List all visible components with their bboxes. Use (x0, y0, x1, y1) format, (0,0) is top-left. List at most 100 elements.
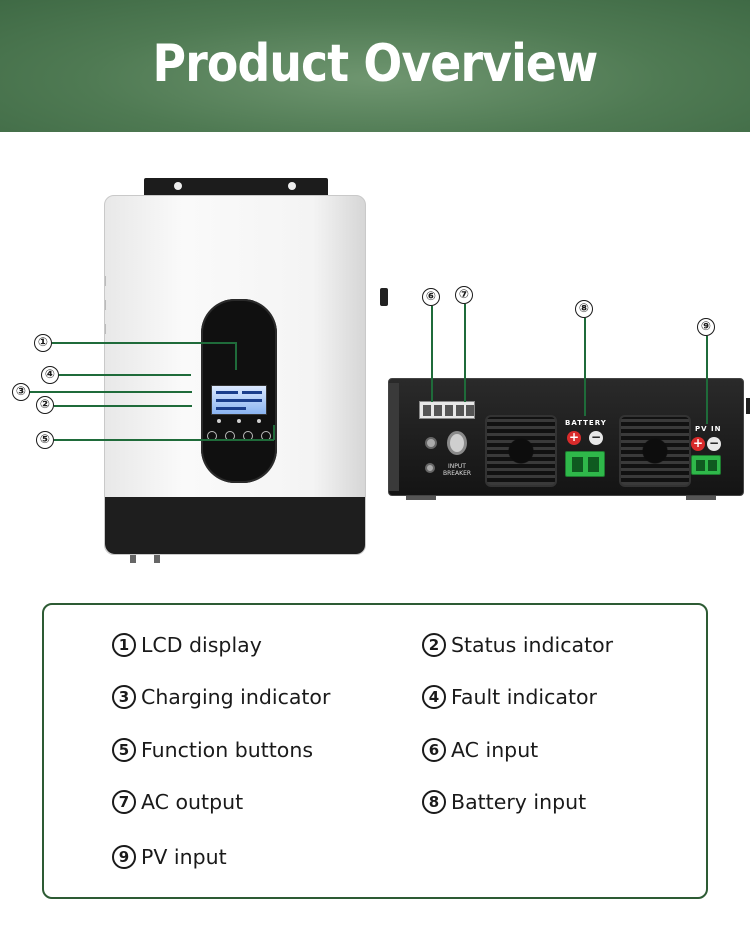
legend-number: 2 (422, 633, 446, 657)
battery-plus-icon: + (567, 430, 581, 445)
lcd-segment (216, 407, 246, 410)
function-button (261, 431, 271, 441)
status-led (217, 419, 221, 423)
callout-7: ⑦ (455, 286, 473, 304)
legend-number: 8 (422, 790, 446, 814)
legend-label: Fault indicator (451, 685, 597, 709)
ground-screw (425, 437, 437, 449)
leader-line (59, 374, 191, 376)
page-title: Product Overview (152, 34, 599, 94)
pv-connector (691, 455, 721, 475)
function-button (243, 431, 253, 441)
panel-foot (686, 496, 716, 500)
control-panel (201, 299, 277, 483)
inverter-bottom-image: INPUT BREAKER BATTERY + − PV IN + − (386, 378, 750, 500)
legend-label: AC input (451, 738, 539, 762)
connector-slot (708, 460, 717, 471)
leader-line (464, 304, 466, 402)
terminal (466, 405, 474, 416)
leader-line (235, 342, 237, 370)
inverter-front-image (100, 178, 388, 563)
mount-hole (288, 182, 296, 190)
input-breaker (447, 431, 467, 455)
legend-number: 7 (112, 790, 136, 814)
callout-9: ⑨ (697, 318, 715, 336)
legend-number: 9 (112, 845, 136, 869)
legend-number: 5 (112, 738, 136, 762)
bottom-panel: INPUT BREAKER BATTERY + − PV IN + − (388, 378, 744, 496)
side-tab (105, 300, 106, 310)
lcd-segment (216, 391, 238, 394)
function-buttons (207, 431, 271, 445)
ac-terminal-block (419, 401, 475, 419)
header-banner: Product Overview (0, 0, 750, 132)
callout-1: ① (34, 334, 52, 352)
leader-line (273, 425, 275, 440)
terminal (445, 405, 453, 416)
callout-6: ⑥ (422, 288, 440, 306)
callout-5: ⑤ (36, 431, 54, 449)
battery-minus-icon: − (589, 430, 603, 445)
callout-3: ③ (12, 383, 30, 401)
panel-edge (389, 383, 399, 491)
inverter-case (104, 195, 366, 555)
battery-label: BATTERY (565, 419, 607, 427)
callout-4: ④ (41, 366, 59, 384)
pv-minus-icon: − (707, 436, 721, 451)
function-button (207, 431, 217, 441)
lcd-segment (242, 391, 262, 394)
legend-number: 1 (112, 633, 136, 657)
legend-number: 3 (112, 685, 136, 709)
ground-screw (425, 463, 435, 473)
legend-label: Charging indicator (141, 685, 331, 709)
callout-8: ⑧ (575, 300, 593, 318)
fault-led (257, 419, 261, 423)
case-bottom-cover (105, 497, 365, 554)
legend-number: 4 (422, 685, 446, 709)
breaker-label: INPUT BREAKER (442, 463, 472, 477)
lcd-screen (211, 385, 267, 415)
cooling-fan (619, 415, 691, 487)
pv-label: PV IN (695, 425, 722, 433)
side-tab (105, 276, 106, 286)
legend-label: Battery input (451, 790, 587, 814)
side-tab (105, 324, 106, 334)
leader-line (54, 405, 192, 407)
battery-connector (565, 451, 605, 477)
callout-2: ② (36, 396, 54, 414)
leader-line (54, 439, 274, 441)
legend-label: LCD display (141, 633, 262, 657)
cable-gland (130, 555, 136, 563)
mount-hole (174, 182, 182, 190)
connector-slot (696, 460, 705, 471)
legend-label: PV input (141, 845, 227, 869)
charging-led (237, 419, 241, 423)
connector-slot (572, 457, 583, 472)
leader-line (30, 391, 192, 393)
leader-line (52, 342, 236, 344)
terminal (456, 405, 464, 416)
legend-label: AC output (141, 790, 244, 814)
legend-label: Function buttons (141, 738, 314, 762)
cooling-fan (485, 415, 557, 487)
pv-plus-icon: + (691, 436, 705, 451)
connector-slot (588, 457, 599, 472)
legend-number: 6 (422, 738, 446, 762)
leader-line (706, 336, 708, 424)
terminal (423, 405, 431, 416)
cable-gland (154, 555, 160, 563)
lcd-segment (216, 399, 262, 402)
side-knob (380, 288, 388, 306)
legend-label: Status indicator (451, 633, 614, 657)
side-tab (746, 398, 750, 414)
